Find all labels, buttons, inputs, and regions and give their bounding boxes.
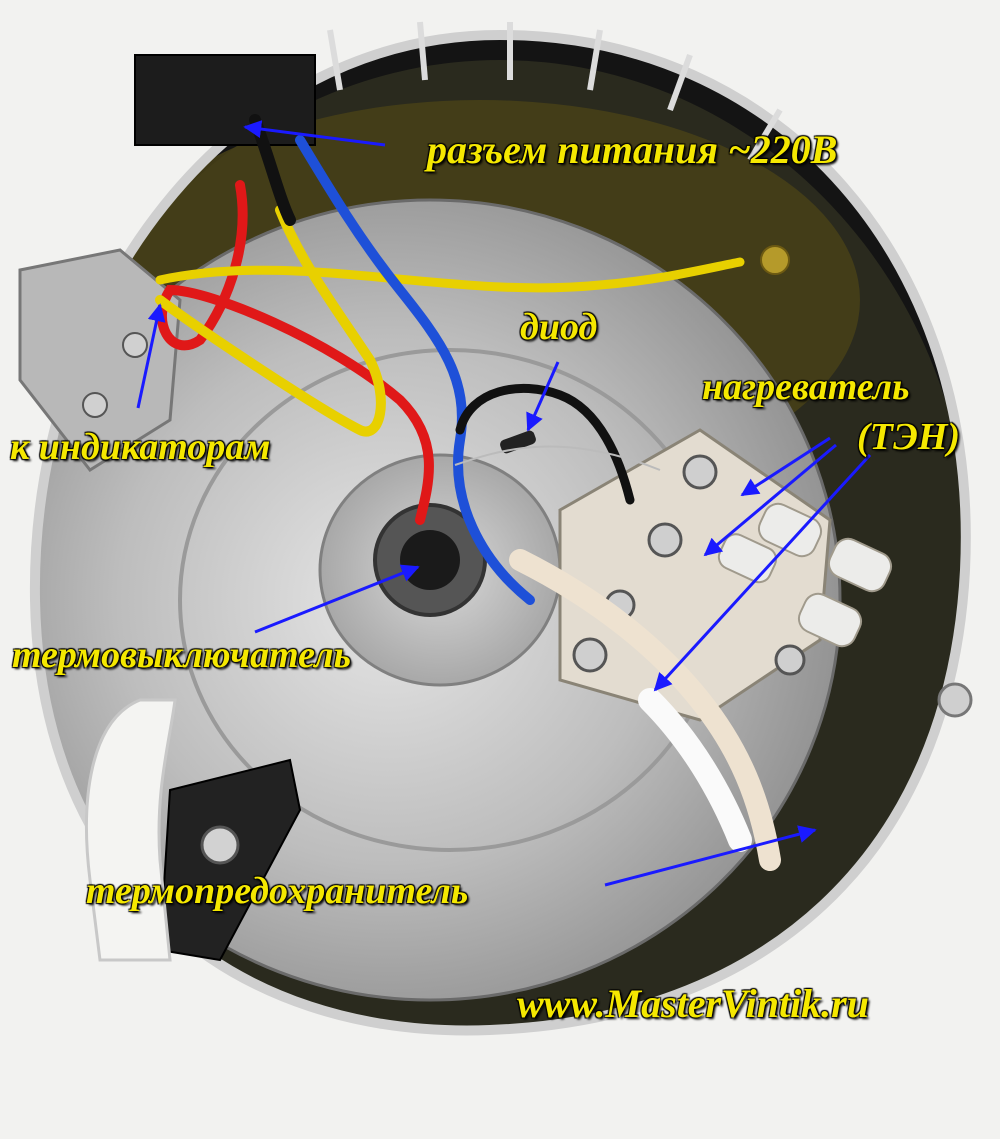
yellow-wire-2: [155, 257, 745, 293]
arrow-indicators-1: [136, 303, 166, 409]
arrow-diode: [526, 361, 560, 432]
blue-wire: [295, 135, 535, 605]
label-thermal-fuse: термопредохранитель: [86, 870, 469, 912]
arrow-thermal-switch: [254, 564, 420, 634]
label-thermal-switch: термовыключатель: [12, 634, 351, 676]
arrow-heater-1: [740, 436, 831, 497]
fuse-screw: [200, 825, 240, 865]
white-tube: [85, 698, 177, 962]
arrow-heater-3: [653, 453, 872, 692]
label-diode: диод: [520, 306, 598, 348]
right-screw: [774, 644, 806, 676]
annotation-arrows: [136, 120, 872, 887]
white-sleeve-wire: [509, 549, 781, 871]
arrow-heater-2: [703, 443, 837, 557]
terminal-screw-4: [572, 637, 608, 673]
label-heater: нагреватель: [702, 366, 910, 408]
black-wire-2: [455, 384, 635, 505]
bracket-screw-2: [82, 392, 108, 418]
bracket-screw-1: [122, 332, 148, 358]
label-website: www.MasterVintik.ru: [517, 981, 869, 1026]
arrow-power: [243, 120, 386, 147]
terminal-screw-1: [682, 454, 718, 490]
ground-terminal: [760, 245, 790, 275]
arrow-thermal-fuse: [604, 825, 817, 887]
white-sleeve-wire-2: [638, 688, 752, 852]
yellow-wire-1: [155, 205, 386, 437]
label-to-indicators: к индикаторам: [10, 426, 271, 468]
label-heater-paren: (ТЭН): [857, 416, 961, 458]
diode-body: [500, 430, 536, 454]
label-power-connector: разъем питания ~220В: [427, 127, 838, 172]
housing-ribs: [327, 21, 783, 162]
diode-lead: [454, 445, 661, 471]
left-bracket: [18, 248, 182, 472]
power-connector: [134, 54, 316, 146]
housing-screw: [937, 682, 973, 718]
terminal-screw-2: [647, 522, 683, 558]
thermal-switch-body: [400, 530, 460, 590]
ceramic-beads: [717, 502, 893, 648]
red-wire: [156, 180, 434, 525]
